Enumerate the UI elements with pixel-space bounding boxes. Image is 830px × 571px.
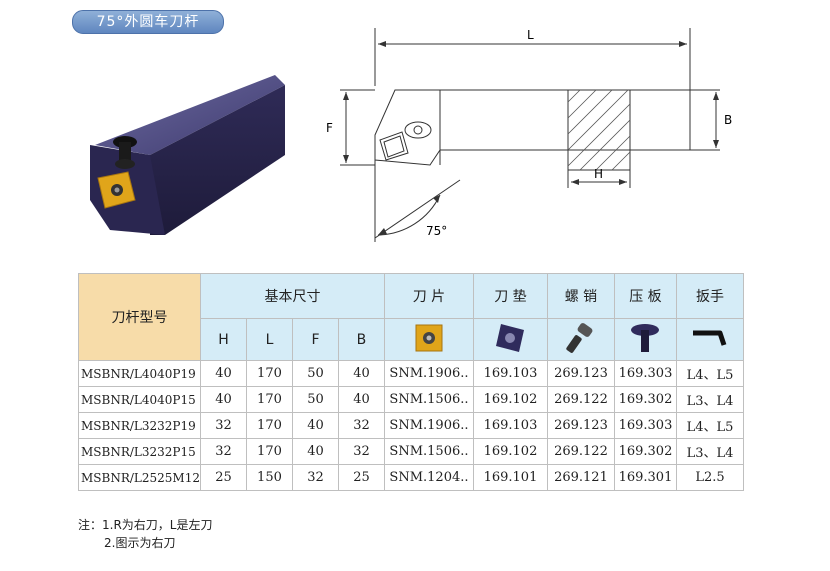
cell-clamp: 169.302 — [613, 438, 677, 465]
col-B: B — [337, 318, 385, 361]
cell-insert: SNM.1906.. — [383, 360, 474, 387]
clamp-icon — [631, 323, 660, 352]
cell-screw: 269.122 — [546, 438, 615, 465]
cell-shim: 169.101 — [472, 464, 548, 491]
cell-model: MSBNR/L4040P15 — [78, 386, 201, 413]
cell-shim: 169.103 — [472, 412, 548, 439]
cell-model: MSBNR/L3232P15 — [78, 438, 201, 465]
dim-H-label: H — [594, 167, 603, 181]
cell-F: 50 — [291, 386, 339, 413]
cell-wrench: L3、L4 — [675, 386, 744, 413]
cell-clamp: 169.301 — [613, 464, 677, 491]
col-F: F — [291, 318, 339, 361]
cell-clamp: 169.303 — [613, 412, 677, 439]
clamp-header: 压 板 — [613, 273, 677, 319]
section-title: 75°外圆车刀杆 — [72, 10, 224, 34]
cell-screw: 269.123 — [546, 412, 615, 439]
cell-wrench: L4、L5 — [675, 360, 744, 387]
cell-shim: 169.102 — [472, 386, 548, 413]
cell-B: 25 — [337, 464, 385, 491]
spec-table: 刀杆型号 基本尺寸 刀 片 刀 垫 螺 销 压 板 扳手 H L F B — [78, 273, 744, 491]
wrench-icon — [692, 330, 727, 346]
note-2: 2.图示为右刀 — [104, 536, 176, 550]
cell-L: 170 — [245, 438, 293, 465]
cell-F: 50 — [291, 360, 339, 387]
cell-model: MSBNR/L3232P19 — [78, 412, 201, 439]
angle-label: 75° — [426, 224, 447, 238]
insert-header: 刀 片 — [383, 273, 474, 319]
cell-H: 40 — [199, 386, 247, 413]
cell-B: 40 — [337, 360, 385, 387]
cell-clamp: 169.302 — [613, 386, 677, 413]
dim-L-label: L — [527, 28, 534, 42]
technical-drawing: L F B H 75° — [326, 28, 732, 242]
screw-header: 螺 销 — [546, 273, 615, 319]
col-L: L — [245, 318, 293, 361]
model-header: 刀杆型号 — [78, 273, 201, 361]
cell-shim: 169.103 — [472, 360, 548, 387]
cell-F: 40 — [291, 412, 339, 439]
cell-wrench: L3、L4 — [675, 438, 744, 465]
cell-screw: 269.122 — [546, 386, 615, 413]
cell-H: 25 — [199, 464, 247, 491]
note-1: 注：1.R为右刀，L是左刀 — [78, 518, 213, 532]
wrench-header: 扳手 — [675, 273, 744, 319]
cell-wrench: L4、L5 — [675, 412, 744, 439]
cell-B: 40 — [337, 386, 385, 413]
cell-insert: SNM.1506.. — [383, 438, 474, 465]
cell-F: 40 — [291, 438, 339, 465]
cell-L: 150 — [245, 464, 293, 491]
cell-H: 32 — [199, 412, 247, 439]
cell-H: 40 — [199, 360, 247, 387]
shim-header: 刀 垫 — [472, 273, 548, 319]
col-H: H — [199, 318, 247, 361]
cell-screw: 269.121 — [546, 464, 615, 491]
cell-insert: SNM.1506.. — [383, 386, 474, 413]
cell-L: 170 — [245, 360, 293, 387]
cell-model: MSBNR/L2525M12 — [78, 464, 201, 491]
notes: 注：1.R为右刀，L是左刀 2.图示为右刀 — [78, 516, 212, 552]
cell-insert: SNM.1204.. — [383, 464, 474, 491]
basic-size-header: 基本尺寸 — [199, 273, 385, 319]
insert-icon — [415, 324, 443, 351]
cell-screw: 269.123 — [546, 360, 615, 387]
screw-pin-icon — [566, 322, 593, 353]
cell-L: 170 — [245, 386, 293, 413]
dim-B-label: B — [724, 113, 732, 127]
cell-L: 170 — [245, 412, 293, 439]
cell-B: 32 — [337, 438, 385, 465]
tool-holder-photo — [90, 75, 285, 235]
cell-insert: SNM.1906.. — [383, 412, 474, 439]
cell-F: 32 — [291, 464, 339, 491]
shim-icon — [496, 323, 525, 352]
cell-wrench: L2.5 — [675, 464, 744, 491]
cell-model: MSBNR/L4040P19 — [78, 360, 201, 387]
cell-B: 32 — [337, 412, 385, 439]
cell-clamp: 169.303 — [613, 360, 677, 387]
dim-F-label: F — [326, 121, 333, 135]
cell-shim: 169.102 — [472, 438, 548, 465]
cell-H: 32 — [199, 438, 247, 465]
